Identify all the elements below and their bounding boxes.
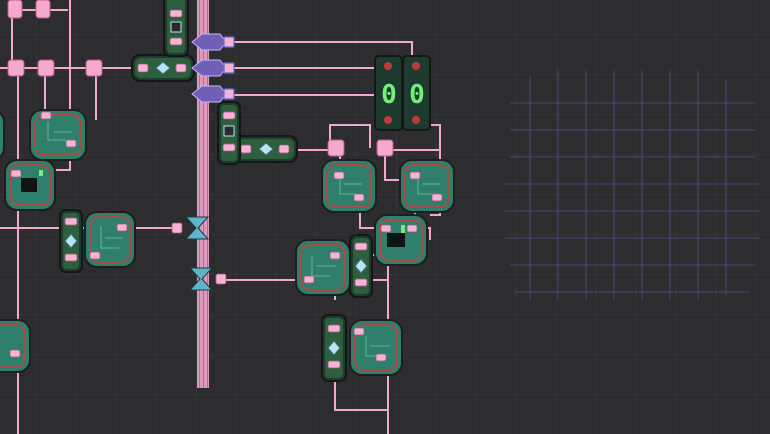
seven-segment-icon xyxy=(374,55,431,131)
chip-module[interactable] xyxy=(295,239,351,296)
chip-module[interactable] xyxy=(0,319,31,373)
crystal-input-icon[interactable] xyxy=(191,85,235,103)
relay-plate[interactable] xyxy=(217,101,241,165)
chip-module[interactable] xyxy=(29,109,87,161)
junction-nodes[interactable] xyxy=(7,0,394,157)
hourglass-connector[interactable] xyxy=(188,267,227,291)
chip-module[interactable] xyxy=(4,159,56,211)
diamond-selector-icon[interactable] xyxy=(321,314,347,382)
diamond-selector-icon[interactable] xyxy=(131,54,195,82)
counter-display: 0 0 xyxy=(375,80,431,110)
crystal-input-icon[interactable] xyxy=(191,33,235,51)
relay-plate[interactable] xyxy=(163,0,189,57)
diamond-selector-icon[interactable] xyxy=(59,209,83,273)
chip-module[interactable] xyxy=(349,319,403,376)
chip-module[interactable] xyxy=(374,214,428,266)
hourglass-connector[interactable] xyxy=(171,216,210,240)
purple-grid xyxy=(505,70,760,300)
diamond-selector-icon[interactable] xyxy=(349,234,373,298)
chip-module[interactable] xyxy=(321,159,377,213)
chip-module[interactable] xyxy=(84,211,136,268)
diamond-selector-icon[interactable] xyxy=(234,135,298,163)
chip-module[interactable] xyxy=(399,159,455,213)
chip-module[interactable] xyxy=(0,110,5,160)
crystal-input-icon[interactable] xyxy=(191,59,235,77)
digit-tens: 0 xyxy=(381,80,397,110)
digit-ones: 0 xyxy=(409,80,425,110)
